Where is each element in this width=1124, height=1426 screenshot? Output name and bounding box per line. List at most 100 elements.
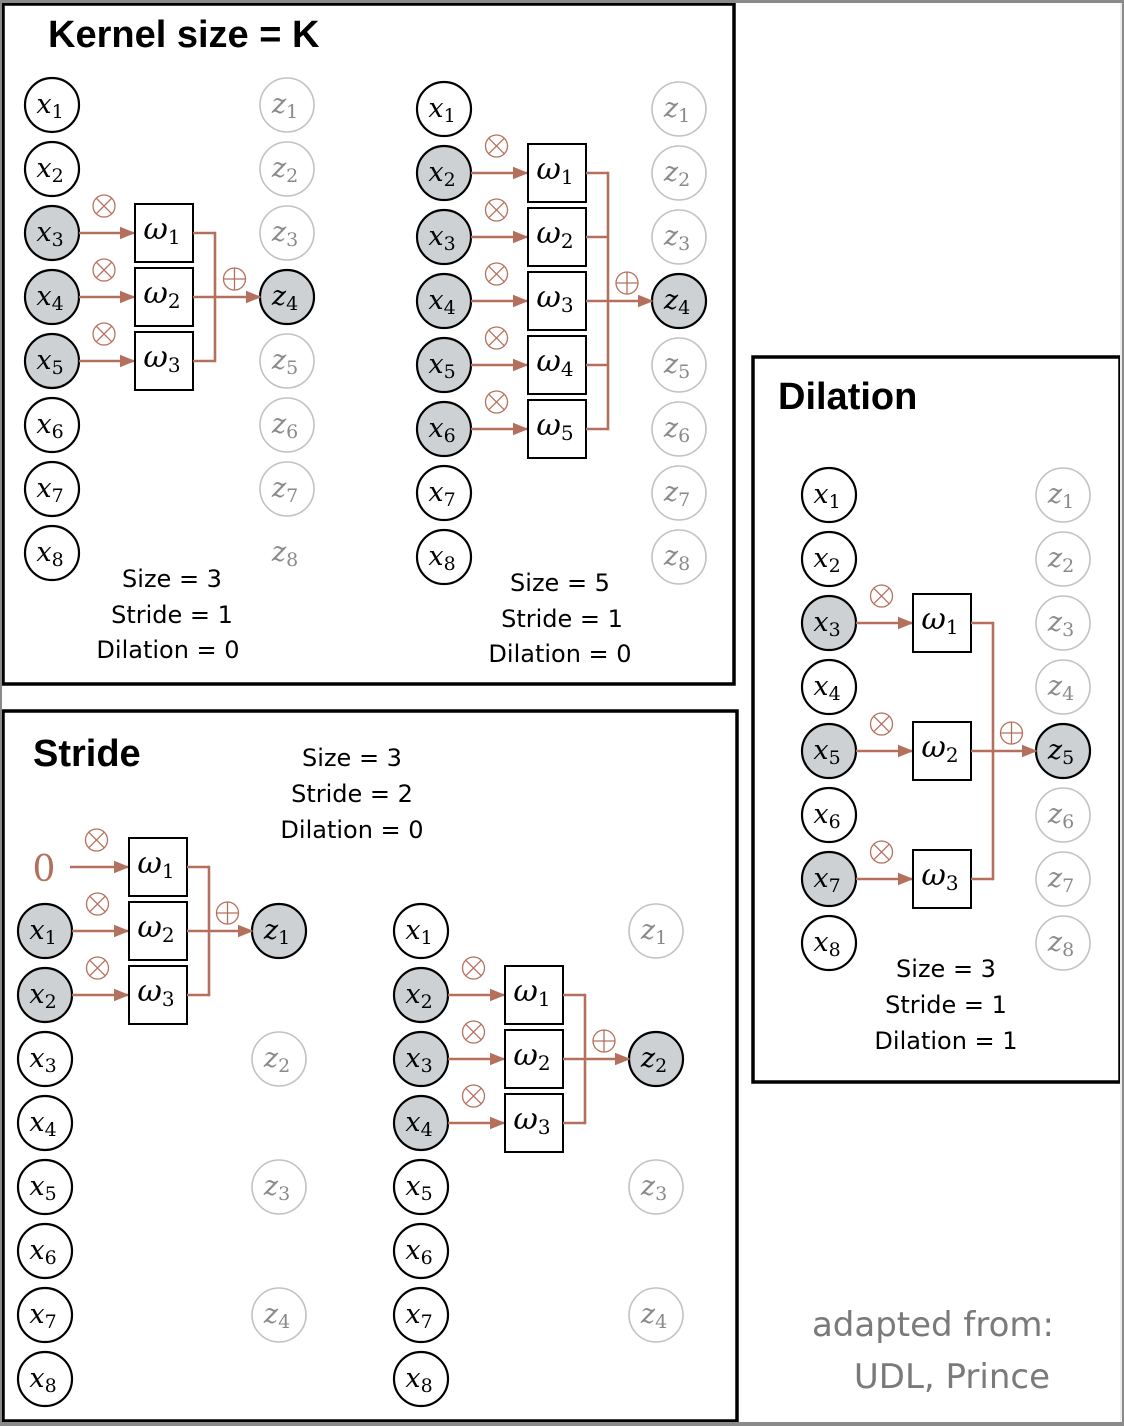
weight-box-w3: ω3	[128, 965, 188, 1025]
circled-times-icon	[484, 262, 509, 286]
param-stride: Stride = 2	[291, 780, 413, 808]
icon-stroke	[89, 895, 106, 913]
node-circle	[259, 333, 315, 389]
node-circle	[800, 786, 858, 844]
kernel-size-5-params: Size = 5 Stride = 1 Dilation = 0	[488, 569, 631, 668]
weight-box-w5: ω5	[527, 399, 587, 459]
weight-box	[912, 721, 972, 781]
param-dilation: Dilation = 0	[96, 636, 239, 664]
node-label: x6	[36, 409, 63, 443]
node-label: z8	[663, 541, 690, 575]
input-node-x5: x5	[16, 1158, 74, 1216]
node-label: z1	[1047, 479, 1074, 513]
icon-ring	[484, 134, 509, 158]
node-label: z4	[1047, 671, 1074, 705]
node-circle	[628, 1287, 684, 1343]
icon-stroke	[873, 843, 890, 861]
node-circle	[16, 1158, 74, 1216]
weight-label: ω5	[536, 408, 573, 445]
node-label: x1	[428, 93, 455, 127]
circled-times-icon	[461, 1020, 486, 1044]
node-label: x2	[36, 153, 63, 187]
output-node-z4: z4	[1035, 659, 1091, 715]
node-label: x8	[813, 927, 840, 961]
node-circle	[651, 145, 707, 201]
node-label: x8	[405, 1363, 432, 1397]
circled-times-icon	[92, 194, 116, 218]
weight-box-w4: ω4	[527, 335, 587, 395]
kernel-size-3-params: Size = 3 Stride = 1 Dilation = 0	[96, 565, 239, 664]
circled-times-icon	[869, 712, 894, 736]
param-size: Size = 3	[302, 744, 402, 772]
node-circle	[1035, 467, 1091, 523]
node-circle	[16, 1286, 74, 1344]
input-node-x7: x7	[23, 460, 81, 518]
circled-times-icon	[461, 956, 486, 980]
weight-box	[128, 901, 188, 961]
node-label: z7	[271, 473, 298, 507]
output-node-z3: z3	[651, 209, 707, 265]
circled-plus-icon	[615, 271, 639, 295]
weight-box	[527, 271, 587, 331]
output-node-z3: z3	[259, 205, 315, 261]
icon-ring	[461, 956, 486, 980]
stride-params: Size = 3 Stride = 2 Dilation = 0	[280, 744, 423, 844]
node-circle	[800, 466, 858, 524]
node-circle	[16, 1350, 74, 1408]
node-circle	[251, 1031, 307, 1087]
node-label: x3	[428, 221, 455, 255]
input-node-x3: x3	[16, 1030, 74, 1088]
icon-ring	[461, 1020, 486, 1044]
weight-box-w1: ω1	[128, 837, 188, 897]
node-circle	[23, 76, 81, 134]
weight-box	[504, 1029, 564, 1089]
node-label: x5	[813, 735, 840, 769]
input-node-x4: x4	[415, 272, 473, 330]
weight-box	[504, 965, 564, 1025]
icon-ring	[85, 892, 110, 916]
circled-plus-icon	[999, 721, 1024, 745]
weight-label: ω2	[921, 730, 958, 767]
node-circle	[800, 658, 858, 716]
output-node-z4: z4	[650, 272, 708, 330]
circled-times-icon	[85, 956, 110, 980]
param-stride: Stride = 1	[885, 991, 1007, 1019]
icon-stroke	[88, 831, 105, 849]
node-label: z2	[271, 153, 298, 187]
node-circle	[23, 460, 81, 518]
weight-box	[527, 335, 587, 395]
node-circle	[251, 1159, 307, 1215]
node-label: x1	[36, 89, 63, 123]
output-node-z2: z2	[251, 1031, 307, 1087]
weight-box-w2: ω2	[134, 267, 194, 327]
output-node-z8: z8	[651, 529, 707, 585]
icon-stroke	[873, 715, 890, 733]
weight-box-w3: ω3	[134, 331, 194, 391]
node-circle	[415, 528, 473, 586]
icon-stroke	[465, 1023, 482, 1041]
input-node-x8: x8	[23, 524, 81, 582]
weight-label: ω1	[536, 152, 573, 189]
input-node-x1: x1	[392, 902, 450, 960]
node-label: z3	[640, 1171, 667, 1205]
input-node-x2: x2	[415, 144, 473, 202]
node-label: x3	[405, 1043, 432, 1077]
weight-box-w1: ω1	[504, 965, 564, 1025]
param-size: Size = 5	[510, 569, 610, 597]
input-node-x6: x6	[392, 1222, 450, 1280]
node-label: z3	[663, 221, 690, 255]
icon-stroke	[488, 329, 505, 347]
node-circle	[392, 1286, 450, 1344]
circled-times-icon	[869, 840, 894, 864]
input-node-x3: x3	[23, 204, 81, 262]
icon-stroke	[95, 197, 113, 215]
input-node-x8: x8	[415, 528, 473, 586]
node-label: x8	[36, 537, 63, 571]
circled-times-icon	[92, 258, 116, 282]
node-label: x6	[29, 1235, 56, 1269]
node-label: x7	[405, 1299, 432, 1333]
input-node-x1: x1	[16, 902, 74, 960]
output-node-z8: z8	[1035, 915, 1091, 971]
node-circle	[1035, 659, 1091, 715]
